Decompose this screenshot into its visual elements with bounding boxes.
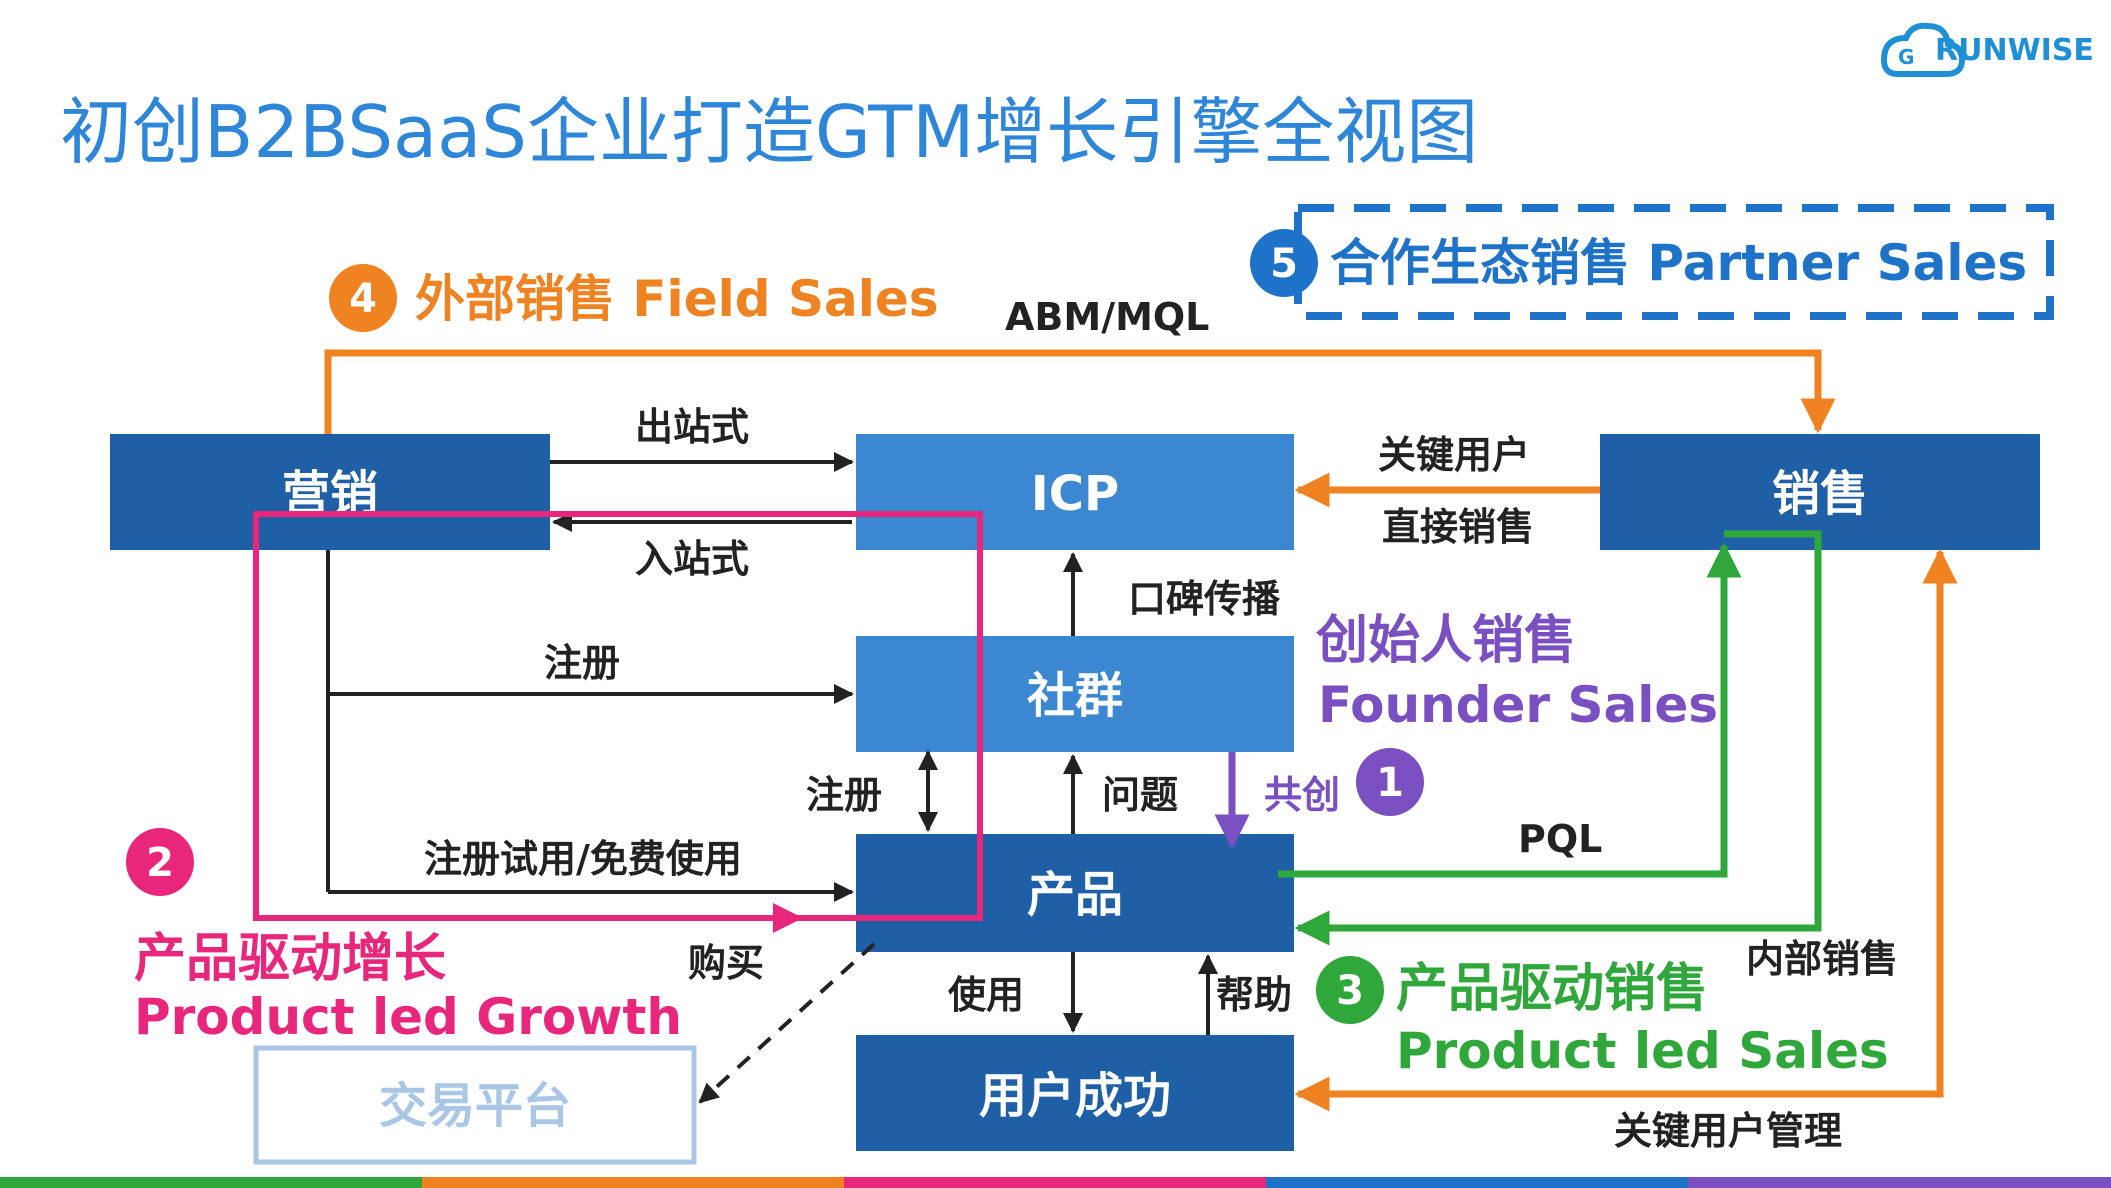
word-of-mouth-label: 口碑传播 <box>1128 577 1281 621</box>
field-sales-number: 4 <box>349 276 377 322</box>
community-label: 社群 <box>1027 668 1123 724</box>
plg-label-cn: 产品驱动增长 <box>134 929 446 989</box>
marketing-box <box>110 434 550 550</box>
partner-sales-badge <box>1250 229 1318 297</box>
icp-box <box>856 434 1294 550</box>
svg-text:G: G <box>1898 45 1914 69</box>
field-sales-label: 外部销售 Field Sales <box>415 270 939 328</box>
direct-sales-label: 直接销售 <box>1382 505 1534 549</box>
questions-label: 问题 <box>1102 773 1178 817</box>
plg-label-en: Product led Growth <box>134 988 682 1046</box>
user-success-label: 用户成功 <box>979 1068 1171 1124</box>
partner-sales-frame <box>1294 204 2054 320</box>
marketplace-label: 交易平台 <box>379 1078 571 1134</box>
pql-label: PQL <box>1518 817 1602 861</box>
internal-sales-label: 内部销售 <box>1746 937 1898 981</box>
product-box <box>856 834 1294 952</box>
abm-mql-arrow <box>324 349 1836 435</box>
inbound-label: 入站式 <box>635 537 749 581</box>
cloud-logo-icon: G <box>1880 22 1966 77</box>
help-label: 帮助 <box>1216 973 1292 1017</box>
community-box <box>856 636 1294 752</box>
footer-stripe-orange <box>422 1177 844 1188</box>
product-label: 产品 <box>1027 867 1123 923</box>
runwise-logo: G RUNWISE <box>1880 22 2094 77</box>
founder-sales-number: 1 <box>1376 760 1404 806</box>
key-user-mgmt-label: 关键用户管理 <box>1614 1109 1842 1153</box>
buy-label: 购买 <box>688 941 764 985</box>
use-label: 使用 <box>948 973 1024 1017</box>
key-user-mgmt-arrow <box>1294 548 1958 1112</box>
co-create-label: 共创 <box>1264 773 1340 817</box>
field-sales-badge <box>329 264 397 332</box>
marketplace-box <box>253 1045 697 1165</box>
partner-sales-label: 合作生态销售 Partner Sales <box>1330 234 2027 292</box>
icp-label: ICP <box>1031 466 1119 522</box>
footer-stripe-green <box>0 1177 422 1188</box>
outbound-label: 出站式 <box>635 405 749 449</box>
founder-sales-cn: 创始人销售 <box>1315 611 1576 671</box>
footer-stripe-pink <box>844 1177 1266 1188</box>
abm-mql-label: ABM/MQL <box>1005 295 1209 339</box>
register2-label: 注册 <box>806 773 882 817</box>
buy-arrow <box>698 942 876 1104</box>
sales-label: 销售 <box>1772 466 1868 522</box>
founder-sales-en: Founder Sales <box>1318 676 1718 734</box>
pls-number: 3 <box>1336 968 1364 1014</box>
partner-sales-number: 5 <box>1270 241 1298 287</box>
footer-stripe-purple <box>1688 1177 2111 1188</box>
page-title: 初创B2BSaaS企业打造GTM增长引擎全视图 <box>60 90 1478 174</box>
register-label: 注册 <box>544 641 620 685</box>
footer-stripe-blue <box>1266 1177 1688 1188</box>
logo-text: RUNWISE <box>1935 33 2094 68</box>
plg-frame <box>253 511 983 921</box>
plg-badge <box>126 828 194 896</box>
pls-label-cn: 产品驱动销售 <box>1396 959 1708 1019</box>
plg-number: 2 <box>146 840 174 886</box>
trial-label: 注册试用/免费使用 <box>424 837 742 881</box>
user-success-box <box>856 1035 1294 1151</box>
key-users-label: 关键用户 <box>1378 433 1530 477</box>
pls-label-en: Product led Sales <box>1396 1022 1889 1080</box>
